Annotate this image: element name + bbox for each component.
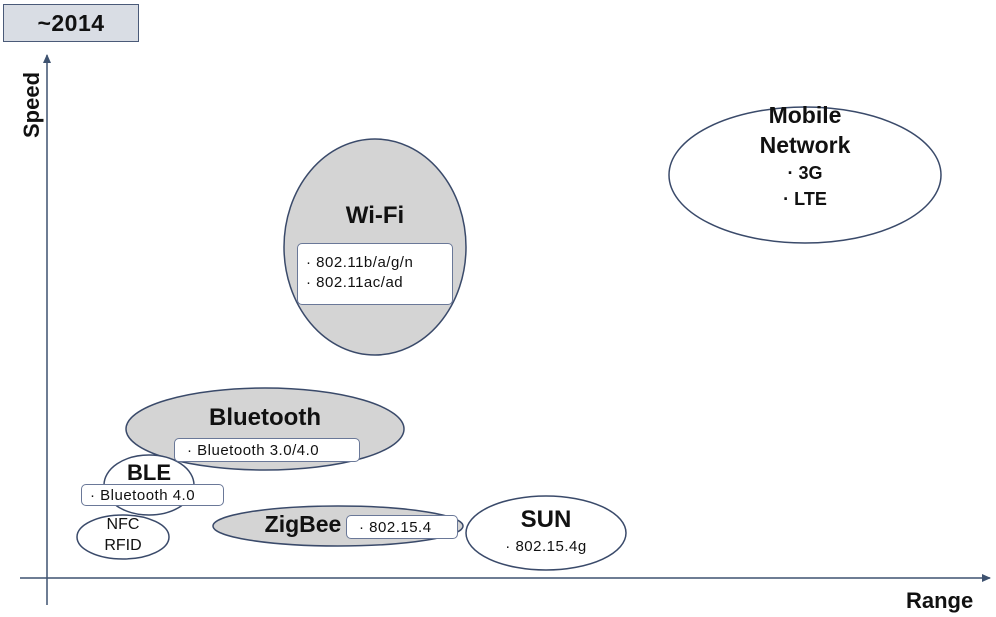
mobile-item: · LTE — [783, 189, 827, 209]
mobile-title-line2: Network — [759, 132, 851, 158]
nfc-text: NFC — [106, 516, 140, 533]
nfc-rfid-ellipse — [76, 514, 170, 560]
year-badge: ~2014 — [3, 4, 139, 42]
wifi-title: Wi-Fi — [345, 202, 405, 229]
mobile-network-ellipse — [668, 106, 942, 244]
rfid-text: RFID — [104, 537, 142, 554]
ble-title: BLE — [127, 460, 171, 485]
sun-item: · 802.15.4g — [505, 538, 587, 555]
mobile-title-line1: Mobile — [768, 102, 842, 128]
zigbee-item: · 802.15.4 — [359, 519, 432, 536]
zigbee-title: ZigBee — [264, 511, 342, 537]
y-axis-label: Speed — [19, 71, 44, 139]
nfc-rfid-label: NFC RFID — [83, 514, 163, 556]
wifi-item: · 802.11b/a/g/n — [306, 254, 414, 271]
x-axis-label: Range — [906, 588, 974, 613]
wifi-item: · 802.11ac/ad — [306, 274, 404, 291]
mobile-items: · 3G · LTE — [705, 160, 905, 212]
sun-ellipse — [465, 495, 627, 571]
mobile-network-label: Mobile Network — [705, 100, 905, 160]
bluetooth-item: · Bluetooth 3.0/4.0 — [187, 442, 320, 459]
year-text: ~2014 — [37, 9, 105, 36]
sun-title: SUN — [520, 506, 572, 533]
bluetooth-title: Bluetooth — [209, 404, 321, 431]
ble-standards-box: · Bluetooth 4.0 — [81, 484, 224, 506]
wifi-standards-box: · 802.11b/a/g/n · 802.11ac/ad — [297, 243, 453, 305]
mobile-item: · 3G — [787, 163, 823, 183]
zigbee-standards-box: · 802.15.4 — [346, 515, 458, 539]
bluetooth-standards-box: · Bluetooth 3.0/4.0 — [174, 438, 360, 462]
ble-item: · Bluetooth 4.0 — [90, 487, 196, 504]
